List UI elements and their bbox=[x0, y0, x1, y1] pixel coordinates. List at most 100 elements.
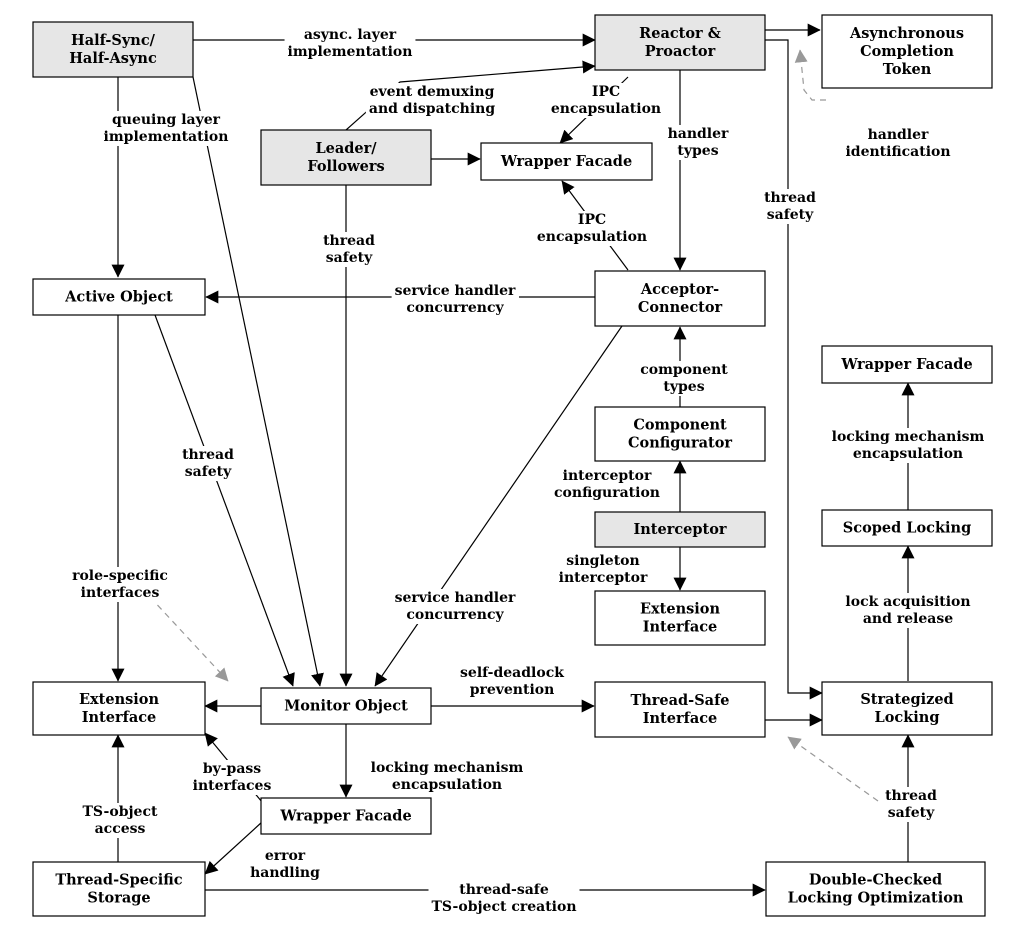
edge-label-line: service handler bbox=[395, 590, 516, 606]
node-label: Completion bbox=[860, 43, 954, 60]
node-label: Extension bbox=[640, 601, 721, 618]
node-label: Asynchronous bbox=[849, 25, 964, 42]
edge-label-line: interceptor bbox=[563, 468, 652, 484]
node-box bbox=[594, 270, 766, 327]
node-scoped: Scoped Locking bbox=[821, 509, 993, 547]
node-label: Scoped Locking bbox=[843, 520, 971, 537]
edge-label-background bbox=[828, 428, 988, 463]
edge-label-line: types bbox=[663, 379, 704, 395]
edge-label-line: handling bbox=[250, 865, 320, 881]
node-acceptor: Acceptor-Connector bbox=[594, 270, 766, 327]
edge-label-line: safety bbox=[888, 805, 935, 821]
node-wrapper-right: Wrapper Facade bbox=[821, 345, 993, 384]
node-label: Half-Async bbox=[69, 50, 157, 67]
edge-label-line: and release bbox=[863, 611, 953, 627]
node-box bbox=[594, 14, 766, 71]
edge-label-line: thread bbox=[182, 447, 234, 463]
edge-label-line: handler bbox=[668, 126, 729, 142]
node-half-sync: Half-Sync/Half-Async bbox=[32, 21, 194, 78]
node-label: Monitor Object bbox=[284, 698, 408, 715]
edge-label-line: interfaces bbox=[81, 585, 160, 601]
edge-label-line: thread bbox=[323, 233, 375, 249]
node-label: Locking Optimization bbox=[788, 890, 964, 907]
edge-label-line: implementation bbox=[104, 129, 229, 145]
edge-label-line: encapsulation bbox=[551, 101, 661, 117]
node-label: Connector bbox=[638, 299, 723, 316]
edge-label-background bbox=[79, 803, 161, 838]
node-label: Extension bbox=[79, 691, 160, 708]
edge-label-background bbox=[320, 232, 379, 267]
node-wrapper-top: Wrapper Facade bbox=[480, 142, 653, 181]
edge-label-background bbox=[428, 881, 580, 916]
edge-label-background bbox=[842, 593, 974, 628]
node-box bbox=[32, 681, 206, 736]
edge-label-line: self-deadlock bbox=[460, 665, 564, 681]
node-label: Interface bbox=[643, 619, 718, 636]
edge-label-background bbox=[247, 847, 324, 882]
edge-wrapper-tss bbox=[204, 821, 263, 875]
edge-label-line: thread bbox=[885, 788, 937, 804]
edge-label-line: error bbox=[265, 848, 306, 864]
node-box bbox=[260, 129, 432, 186]
edge-label-background bbox=[179, 446, 238, 481]
node-box bbox=[821, 509, 993, 547]
edge-event-demux bbox=[345, 60, 596, 131]
edge-label-line: event demuxing bbox=[370, 84, 495, 100]
node-label: Wrapper Facade bbox=[279, 808, 411, 825]
edge-dcl-strategized-dashed bbox=[787, 736, 879, 802]
node-box bbox=[32, 861, 206, 917]
edge-role-specific-interfaces bbox=[149, 596, 229, 682]
edge-label-line: safety bbox=[767, 207, 814, 223]
edge-label-line: async. layer bbox=[304, 27, 397, 43]
node-label: Active Object bbox=[64, 289, 173, 306]
node-label: Component bbox=[633, 417, 727, 434]
edge-label-line: encapsulation bbox=[537, 229, 647, 245]
edge-label-line: prevention bbox=[470, 682, 555, 698]
edge-label-background bbox=[189, 760, 275, 795]
node-interceptor: Interceptor bbox=[594, 511, 766, 548]
edge-label-background bbox=[391, 282, 519, 317]
edge-label-line: access bbox=[95, 821, 146, 837]
node-box bbox=[32, 278, 206, 316]
edge-label-line: IPC bbox=[578, 212, 606, 228]
edge-label-line: locking mechanism bbox=[371, 760, 524, 776]
edge-label-line: types bbox=[677, 143, 718, 159]
edge-label-line: queuing layer bbox=[112, 112, 221, 128]
edge-label-background bbox=[882, 787, 941, 822]
edge-label-line: interfaces bbox=[193, 778, 272, 794]
edge-labels: async. layer implementation event demuxing… bbox=[69, 26, 988, 916]
node-box bbox=[594, 511, 766, 548]
node-box bbox=[594, 406, 766, 462]
edge-label-line: handler bbox=[868, 127, 929, 143]
node-wrapper-bottom: Wrapper Facade bbox=[260, 797, 432, 835]
node-box bbox=[480, 142, 653, 181]
edge-label-line: interceptor bbox=[559, 570, 648, 586]
edge-label-line: safety bbox=[326, 250, 373, 266]
edge-label-line: encapsulation bbox=[392, 777, 502, 793]
edge-label-background bbox=[69, 567, 171, 602]
edge-label-line: thread bbox=[764, 190, 816, 206]
edge-label-background bbox=[555, 552, 651, 587]
node-label: Acceptor- bbox=[640, 281, 719, 298]
edge-label-line: TS-object bbox=[83, 804, 158, 820]
edge-label-line: component bbox=[640, 362, 728, 378]
